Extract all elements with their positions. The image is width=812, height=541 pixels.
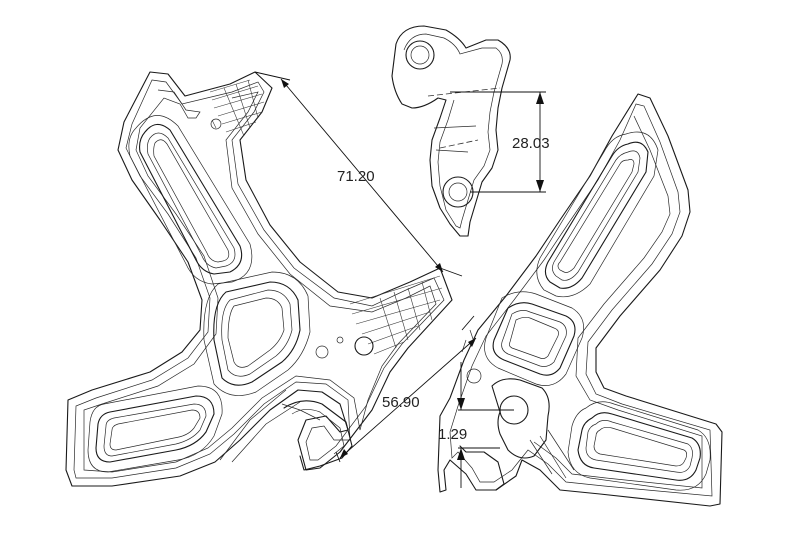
dimension-1-29: 1.29: [438, 362, 514, 488]
left-right-tab-hatch: [315, 275, 443, 359]
left-upper-slot: [128, 115, 253, 285]
right-upper-slot: [536, 131, 659, 298]
dimension-28-03: 28.03: [450, 91, 550, 193]
dimension-label-56-90: 56.90: [382, 394, 420, 411]
dropout-hanger: [391, 25, 511, 237]
dimension-71-20: 71.20: [254, 71, 463, 277]
right-bracket: [437, 93, 723, 507]
dimension-label-71-20: 71.20: [337, 168, 375, 185]
right-middle-pocket: [484, 291, 584, 386]
left-hook-detail: [283, 400, 353, 471]
left-lower-slot: [87, 385, 223, 473]
left-middle-pocket: [203, 271, 311, 396]
dimension-label-1-29: 1.29: [438, 426, 467, 443]
right-lower-slot: [567, 401, 711, 491]
left-bracket: [65, 71, 453, 487]
dimension-56-90: 56.90: [335, 315, 477, 463]
right-hook-detail: [459, 329, 575, 491]
dimension-label-28-03: 28.03: [512, 135, 550, 152]
left-top-tab-hatch: [209, 79, 265, 137]
